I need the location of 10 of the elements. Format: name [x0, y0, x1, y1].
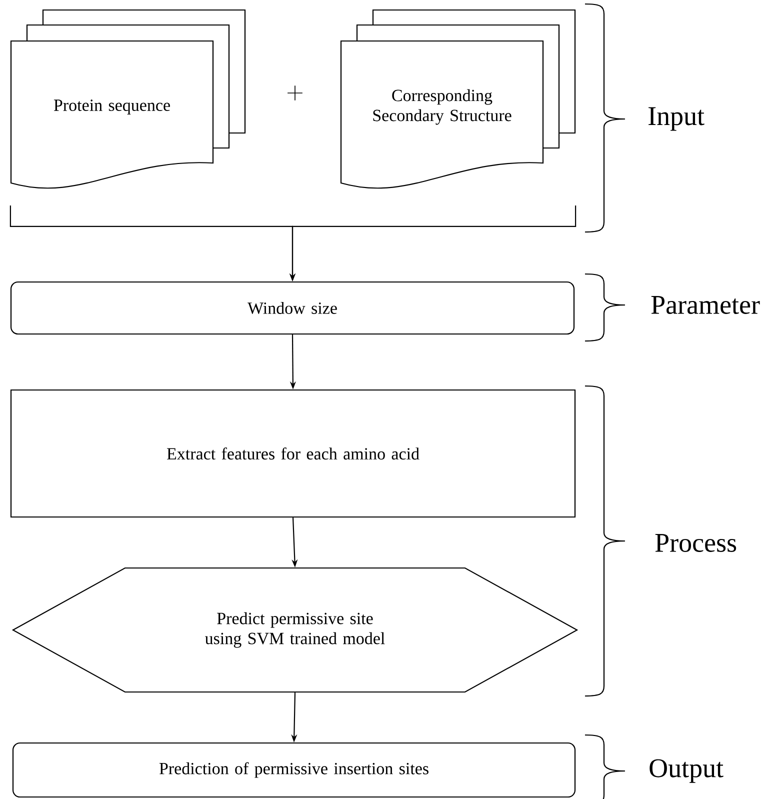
plus-sign: +	[287, 85, 302, 101]
process-box: Extract features for each amino acid	[10, 389, 576, 518]
group-label: Parameter	[651, 296, 760, 314]
document-stack: Protein sequence	[10, 9, 246, 189]
rounded-box: Window size	[10, 281, 575, 335]
group-label: Input	[648, 107, 704, 131]
rounded-box: Prediction of permissive insertion sites	[12, 742, 576, 798]
document-stack: Corresponding Secondary Structure	[340, 9, 576, 189]
group-label: Process	[655, 534, 736, 552]
group-label: Output	[650, 759, 724, 783]
